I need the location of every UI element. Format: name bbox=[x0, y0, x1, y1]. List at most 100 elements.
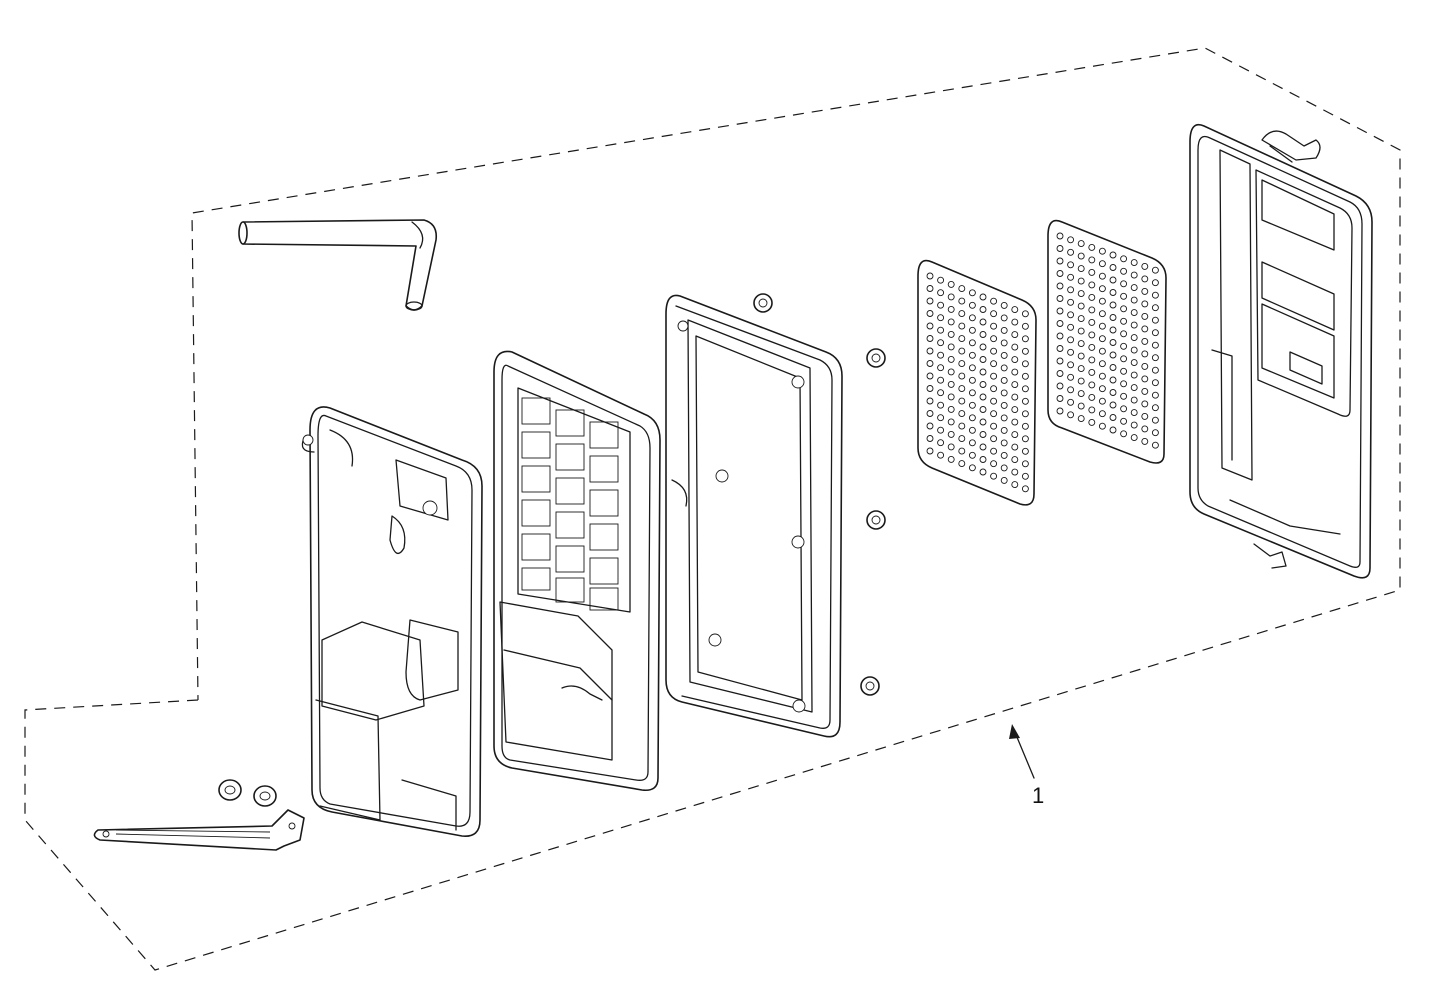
perforation-hole bbox=[1000, 439, 1008, 447]
perforation-hole bbox=[926, 372, 934, 380]
perforation-hole bbox=[968, 439, 976, 447]
perforation-hole bbox=[937, 326, 945, 334]
perforation-hole bbox=[968, 401, 976, 409]
perforation-hole bbox=[1000, 401, 1008, 409]
perforation-hole bbox=[1088, 268, 1096, 276]
grid-cover bbox=[493, 350, 661, 792]
perforation-hole bbox=[937, 426, 945, 434]
flange-nut-right bbox=[253, 785, 277, 807]
housing-clip-bottom bbox=[1253, 543, 1287, 569]
perforation-hole bbox=[926, 360, 934, 367]
perforation-hole bbox=[947, 280, 955, 288]
perforation-hole bbox=[1021, 322, 1029, 330]
perforation-hole bbox=[1141, 387, 1149, 395]
perforation-hole bbox=[1120, 317, 1128, 325]
perforation-hole bbox=[1151, 329, 1159, 337]
perforation-hole bbox=[1130, 421, 1138, 429]
perforation-hole bbox=[1151, 404, 1159, 412]
breather-tube bbox=[238, 219, 438, 311]
perforation-hole bbox=[937, 301, 945, 309]
perforation-hole bbox=[1056, 345, 1064, 352]
perforation-hole bbox=[947, 355, 955, 363]
perforation-hole bbox=[1088, 243, 1096, 251]
perforation-hole bbox=[1021, 310, 1029, 318]
perforation-hole bbox=[958, 435, 966, 443]
perforation-hole bbox=[947, 343, 955, 351]
perforation-hole bbox=[1011, 368, 1019, 376]
perforation-hole bbox=[1120, 405, 1128, 413]
perforation-hole bbox=[1056, 245, 1064, 252]
perforation-hole bbox=[1011, 418, 1019, 426]
perforation-hole bbox=[1109, 351, 1117, 359]
perforation-hole bbox=[937, 364, 945, 372]
perforation-hole bbox=[1077, 240, 1085, 248]
perforation-hole bbox=[990, 360, 998, 368]
perforation-hole bbox=[1011, 393, 1019, 401]
perforation-hole bbox=[1130, 346, 1138, 354]
perforation-hole bbox=[1011, 318, 1019, 326]
perforation-hole bbox=[979, 393, 987, 401]
outer-cover bbox=[301, 406, 483, 837]
perforation-hole bbox=[926, 385, 934, 392]
perforation-hole bbox=[1021, 360, 1029, 368]
perforation-hole bbox=[1088, 368, 1096, 376]
perforation-hole bbox=[1021, 372, 1029, 380]
perforation-hole bbox=[968, 301, 976, 309]
perforation-hole bbox=[1000, 339, 1008, 347]
perforation-hole bbox=[1088, 293, 1096, 301]
gasket-plate bbox=[665, 294, 843, 738]
perforation-hole bbox=[1011, 406, 1019, 414]
perforation-hole bbox=[947, 405, 955, 413]
perforation-hole bbox=[979, 431, 987, 438]
perforation-hole bbox=[1151, 366, 1159, 374]
perforation-hole bbox=[1130, 396, 1138, 404]
perforation-hole bbox=[1067, 311, 1075, 319]
perforation-hole bbox=[1077, 277, 1085, 285]
perforation-hole bbox=[968, 326, 976, 334]
perforation-hole bbox=[1021, 472, 1029, 480]
perforation-hole bbox=[1088, 406, 1096, 414]
perforation-hole bbox=[937, 439, 945, 447]
perforation-hole bbox=[1021, 435, 1029, 443]
perforation-hole bbox=[1151, 429, 1159, 437]
perforation-hole bbox=[1088, 281, 1096, 289]
perforation-hole bbox=[1151, 354, 1159, 362]
perforation-hole bbox=[1120, 330, 1128, 338]
perforation-hole bbox=[1130, 371, 1138, 379]
perforation-hole bbox=[958, 460, 966, 468]
perforation-hole bbox=[947, 443, 955, 451]
perforation-hole bbox=[1067, 398, 1075, 406]
perforation-hole bbox=[979, 293, 987, 301]
perforation-hole bbox=[926, 397, 934, 405]
perforation-hole bbox=[1077, 315, 1085, 323]
perforation-hole bbox=[990, 372, 998, 380]
perforation-hole bbox=[1120, 342, 1128, 350]
perforation-hole bbox=[947, 455, 955, 463]
perforation-hole bbox=[1151, 266, 1159, 274]
perforation-hole bbox=[968, 376, 976, 384]
perforation-hole bbox=[926, 272, 934, 280]
perforation-hole bbox=[1011, 468, 1019, 476]
perforation-hole bbox=[1151, 379, 1159, 387]
perforation-hole bbox=[990, 310, 998, 318]
perforation-hole bbox=[1109, 339, 1117, 346]
perforation-hole bbox=[1130, 384, 1138, 392]
perforation-hole bbox=[1056, 382, 1064, 390]
perforation-hole bbox=[1067, 273, 1075, 281]
perforation-hole bbox=[990, 297, 998, 305]
perforation-hole bbox=[1000, 464, 1008, 472]
perforation-hole bbox=[1088, 256, 1096, 264]
perforation-hole bbox=[990, 397, 998, 405]
perforation-hole bbox=[958, 410, 966, 418]
perforation-hole bbox=[1130, 309, 1138, 317]
perforation-hole bbox=[1067, 261, 1075, 269]
perforation-hole bbox=[1011, 331, 1019, 339]
perforation-hole bbox=[1021, 397, 1029, 405]
perforation-hole bbox=[958, 372, 966, 380]
perforation-hole bbox=[1141, 375, 1149, 383]
perforation-hole bbox=[1141, 412, 1149, 420]
perforation-hole bbox=[926, 322, 934, 330]
perforation-hole bbox=[958, 310, 966, 318]
perforation-hole bbox=[1067, 248, 1075, 256]
perforation-hole bbox=[1151, 291, 1159, 299]
